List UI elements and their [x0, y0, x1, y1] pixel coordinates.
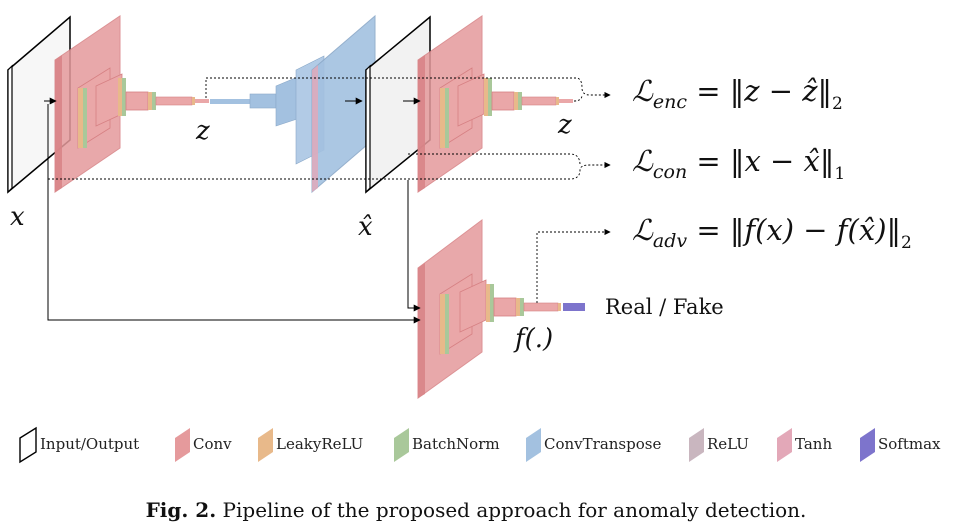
output-image-x-hat	[365, 15, 431, 194]
loss-con: ℒcon = ‖x − x̂‖1	[632, 144, 845, 184]
loss-adv: ℒadv = ‖f(x) − f(x̂)‖2	[632, 213, 912, 253]
convtranspose-icon	[526, 428, 541, 462]
encoder-2	[417, 15, 573, 193]
connections	[44, 77, 611, 324]
softmax-output	[563, 303, 585, 311]
relu-icon	[689, 428, 704, 462]
decoder	[210, 14, 376, 194]
conv-icon	[175, 428, 190, 462]
discriminator	[417, 219, 585, 399]
legend-label-input-output: Input/Output	[40, 435, 139, 453]
legend-label-tanh: Tanh	[795, 435, 832, 453]
leakyrelu-icon	[258, 428, 273, 462]
encoder-1	[7, 15, 209, 194]
decoder-convtranspose-out	[311, 14, 376, 194]
tanh-icon	[777, 428, 792, 462]
legend-label-conv: Conv	[193, 435, 232, 453]
label-x-hat: x̂	[358, 212, 373, 242]
softmax-icon	[860, 428, 875, 462]
label-f: f(.)	[513, 324, 553, 354]
label-z-hat-latent: z	[557, 110, 572, 140]
svg-text:ℒadv = ‖f(x) − f(x̂)‖2: ℒadv = ‖f(x) − f(x̂)‖2	[632, 213, 912, 253]
label-x: x	[10, 202, 25, 232]
figure-caption: Fig. 2. Pipeline of the proposed approac…	[146, 498, 807, 522]
encoder-1-conv-5	[155, 96, 209, 106]
svg-text:ℒcon = ‖x − x̂‖1: ℒcon = ‖x − x̂‖1	[632, 144, 845, 184]
legend-label-convtranspose: ConvTranspose	[544, 435, 661, 453]
encoder-1-conv-4	[125, 91, 156, 111]
label-z-latent: z	[195, 116, 210, 146]
legend-label-relu: ReLU	[707, 435, 749, 453]
loss-enc: ℒenc = ‖z − ẑ‖2	[632, 74, 843, 114]
svg-text:ℒenc = ‖z − ẑ‖2: ℒenc = ‖z − ẑ‖2	[632, 74, 843, 114]
legend-label-softmax: Softmax	[878, 435, 941, 453]
label-real-fake: Real / Fake	[605, 295, 724, 319]
input-output-icon	[19, 426, 37, 464]
batchnorm-icon	[394, 428, 409, 462]
legend-label-leakyrelu: LeakyReLU	[276, 435, 363, 453]
legend-label-batchnorm: BatchNorm	[412, 435, 500, 453]
encoder-1-conv-3	[95, 73, 126, 127]
legend: Input/Output Conv LeakyReLU BatchNorm Co…	[19, 426, 941, 464]
